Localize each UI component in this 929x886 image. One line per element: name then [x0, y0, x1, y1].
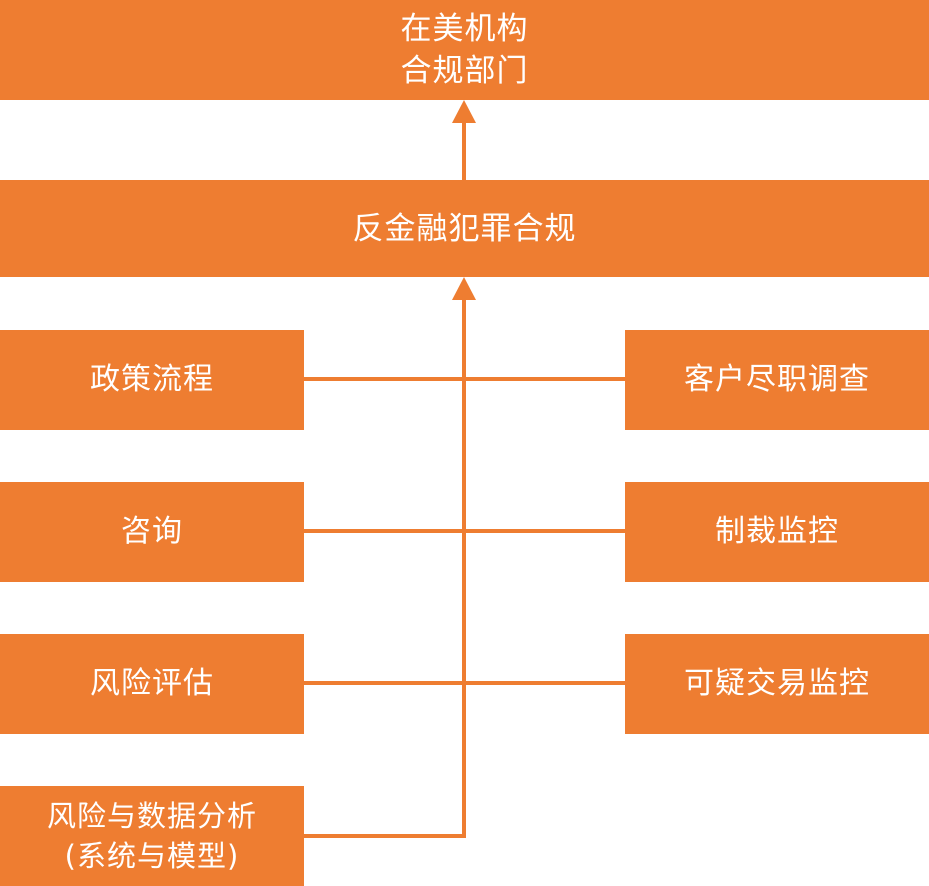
cdd-label: 客户尽职调查 [684, 362, 870, 397]
policy-label: 政策流程 [90, 362, 214, 397]
risk-data-analysis-box: 风险与数据分析 (系统与模型) [0, 786, 304, 886]
data-line-2: (系统与模型) [64, 839, 240, 873]
sanctions-monitoring-box: 制裁监控 [625, 482, 929, 582]
us-compliance-department-box: 在美机构 合规部门 [0, 0, 929, 100]
advisory-label: 咨询 [121, 514, 183, 549]
top-line-1: 在美机构 [400, 11, 529, 47]
arrow-to-middle [452, 277, 476, 300]
middle-label: 反金融犯罪合规 [352, 210, 577, 247]
advisory-box: 咨询 [0, 482, 304, 582]
data-line-1: 风险与数据分析 [46, 799, 257, 833]
financial-crime-compliance-box: 反金融犯罪合规 [0, 180, 929, 277]
sanction-label: 制裁监控 [715, 514, 839, 549]
policy-process-box: 政策流程 [0, 330, 304, 430]
arrow-to-top [452, 100, 476, 123]
suspicious-transaction-monitoring-box: 可疑交易监控 [625, 634, 929, 734]
suspicious-label: 可疑交易监控 [684, 666, 870, 701]
top-line-2: 合规部门 [400, 53, 529, 89]
risk-label: 风险评估 [90, 666, 214, 701]
risk-assessment-box: 风险评估 [0, 634, 304, 734]
customer-due-diligence-box: 客户尽职调查 [625, 330, 929, 430]
